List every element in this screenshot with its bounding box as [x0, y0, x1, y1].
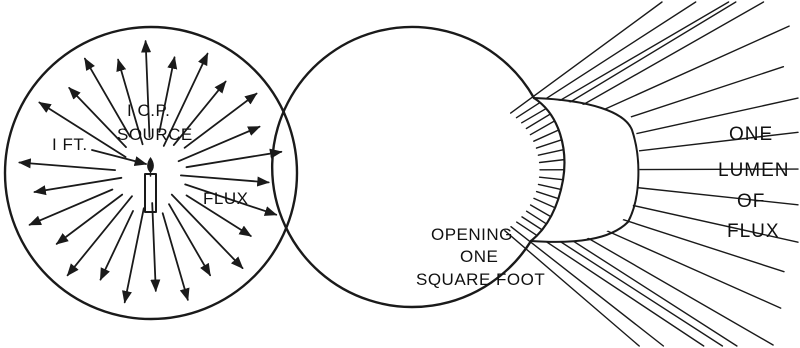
- flux-arrow: [152, 203, 156, 291]
- flux-arrow: [35, 178, 122, 192]
- flux-arrow: [159, 57, 174, 131]
- source-label-cp: I C.P.: [127, 101, 170, 120]
- source-label-source: SOURCE: [117, 125, 193, 144]
- flux-arrow: [30, 190, 113, 225]
- lumen-label-4: FLUX: [727, 221, 780, 242]
- flux-arrow: [68, 196, 132, 275]
- flux-arrow: [163, 213, 188, 299]
- flux-arrow: [181, 175, 269, 182]
- right-sphere-diagram: OPENING ONE SQUARE FOOT ONE LUMEN OF FLU…: [272, 2, 798, 346]
- flux-label: FLUX: [203, 189, 248, 208]
- left-sphere-diagram: I C.P. SOURCE I FT. FLUX: [5, 27, 297, 319]
- flux-arrow: [169, 204, 210, 275]
- lumen-label-3: OF: [737, 191, 765, 212]
- opening-label-3: SQUARE FOOT: [416, 270, 545, 289]
- candle-icon: [145, 157, 156, 212]
- opening-label-2: ONE: [460, 247, 498, 266]
- flux-arrow: [101, 211, 134, 280]
- flux-arrow: [146, 41, 150, 137]
- lumen-label-1: ONE: [729, 124, 773, 145]
- opening-label-1: OPENING: [431, 225, 513, 244]
- flux-arrow: [19, 163, 115, 171]
- distance-label: I FT.: [52, 135, 88, 154]
- lumen-label-2: LUMEN: [718, 160, 790, 181]
- emerging-ray: [511, 2, 662, 113]
- flux-arrow: [187, 152, 282, 167]
- flux-arrow: [185, 94, 257, 148]
